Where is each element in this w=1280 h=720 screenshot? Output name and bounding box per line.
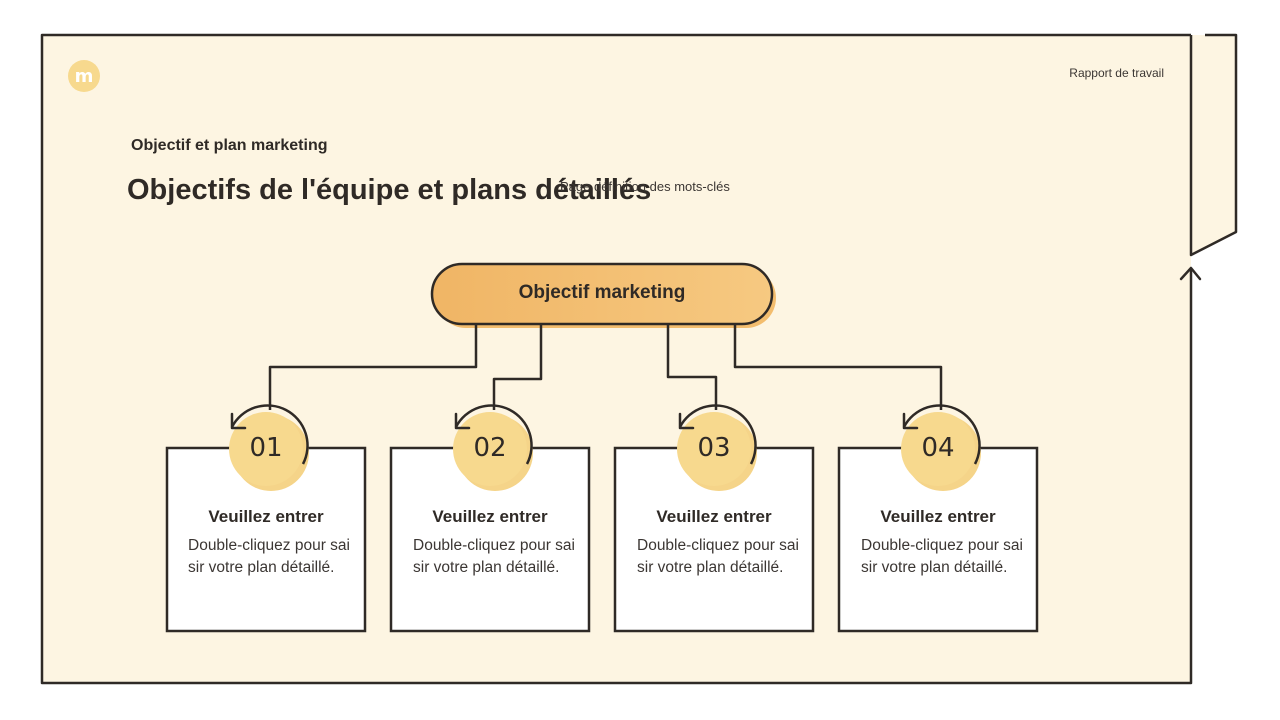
connector-03 bbox=[666, 324, 718, 410]
folded-tab bbox=[1189, 33, 1238, 257]
card-01-number: 01 bbox=[249, 433, 283, 463]
card-03-badge bbox=[677, 412, 751, 486]
card-02-arrow-icon bbox=[454, 412, 471, 430]
card-01-badge bbox=[229, 412, 303, 486]
report-label: Rapport de travail bbox=[1069, 66, 1164, 80]
card-04-badge-arc bbox=[902, 404, 981, 465]
card-01-title: Veuillez entrer bbox=[208, 507, 324, 526]
card-03-number: 03 bbox=[697, 433, 731, 463]
card-04-number: 04 bbox=[921, 433, 955, 463]
card-04-badge bbox=[901, 412, 975, 486]
connector-lines bbox=[268, 324, 943, 410]
connector-04 bbox=[733, 324, 943, 410]
cards-layer bbox=[165, 404, 1039, 633]
logo-icon: m bbox=[68, 60, 100, 92]
section-label: Objectif et plan marketing bbox=[131, 137, 328, 154]
root-node bbox=[430, 262, 774, 326]
card-01-arrow-icon bbox=[230, 412, 247, 430]
card-02-badge-arc bbox=[454, 404, 533, 465]
card-02-number: 02 bbox=[473, 433, 507, 463]
slide-frame-outline bbox=[40, 33, 1193, 685]
card-01-badge-arc bbox=[230, 404, 309, 465]
frame-arrowhead bbox=[1179, 266, 1202, 281]
page-title: Objectifs de l'équipe et plans détaillés bbox=[127, 174, 652, 206]
card-03-box bbox=[613, 446, 815, 633]
card-02-badge bbox=[453, 412, 527, 486]
card-03-arrow-icon bbox=[678, 412, 695, 430]
keyword-text: Page définition des mots-clés bbox=[560, 179, 730, 194]
card-04-description[interactable]: Double-cliquez pour saisir votre plan dé… bbox=[861, 537, 1023, 576]
card-01-description[interactable]: Double-cliquez pour saisir votre plan dé… bbox=[188, 537, 350, 576]
card-04-title: Veuillez entrer bbox=[880, 507, 996, 526]
connector-01 bbox=[268, 324, 478, 410]
card-02-title: Veuillez entrer bbox=[432, 507, 548, 526]
card-03-description[interactable]: Double-cliquez pour saisir votre plan dé… bbox=[637, 537, 799, 576]
card-04-arrow-icon bbox=[902, 412, 919, 430]
card-03-badge-arc bbox=[678, 404, 757, 465]
root-node-label: Objectif marketing bbox=[518, 282, 686, 303]
card-03-title: Veuillez entrer bbox=[656, 507, 772, 526]
card-02-description[interactable]: Double-cliquez pour saisir votre plan dé… bbox=[413, 537, 575, 576]
connector-02 bbox=[492, 324, 543, 410]
